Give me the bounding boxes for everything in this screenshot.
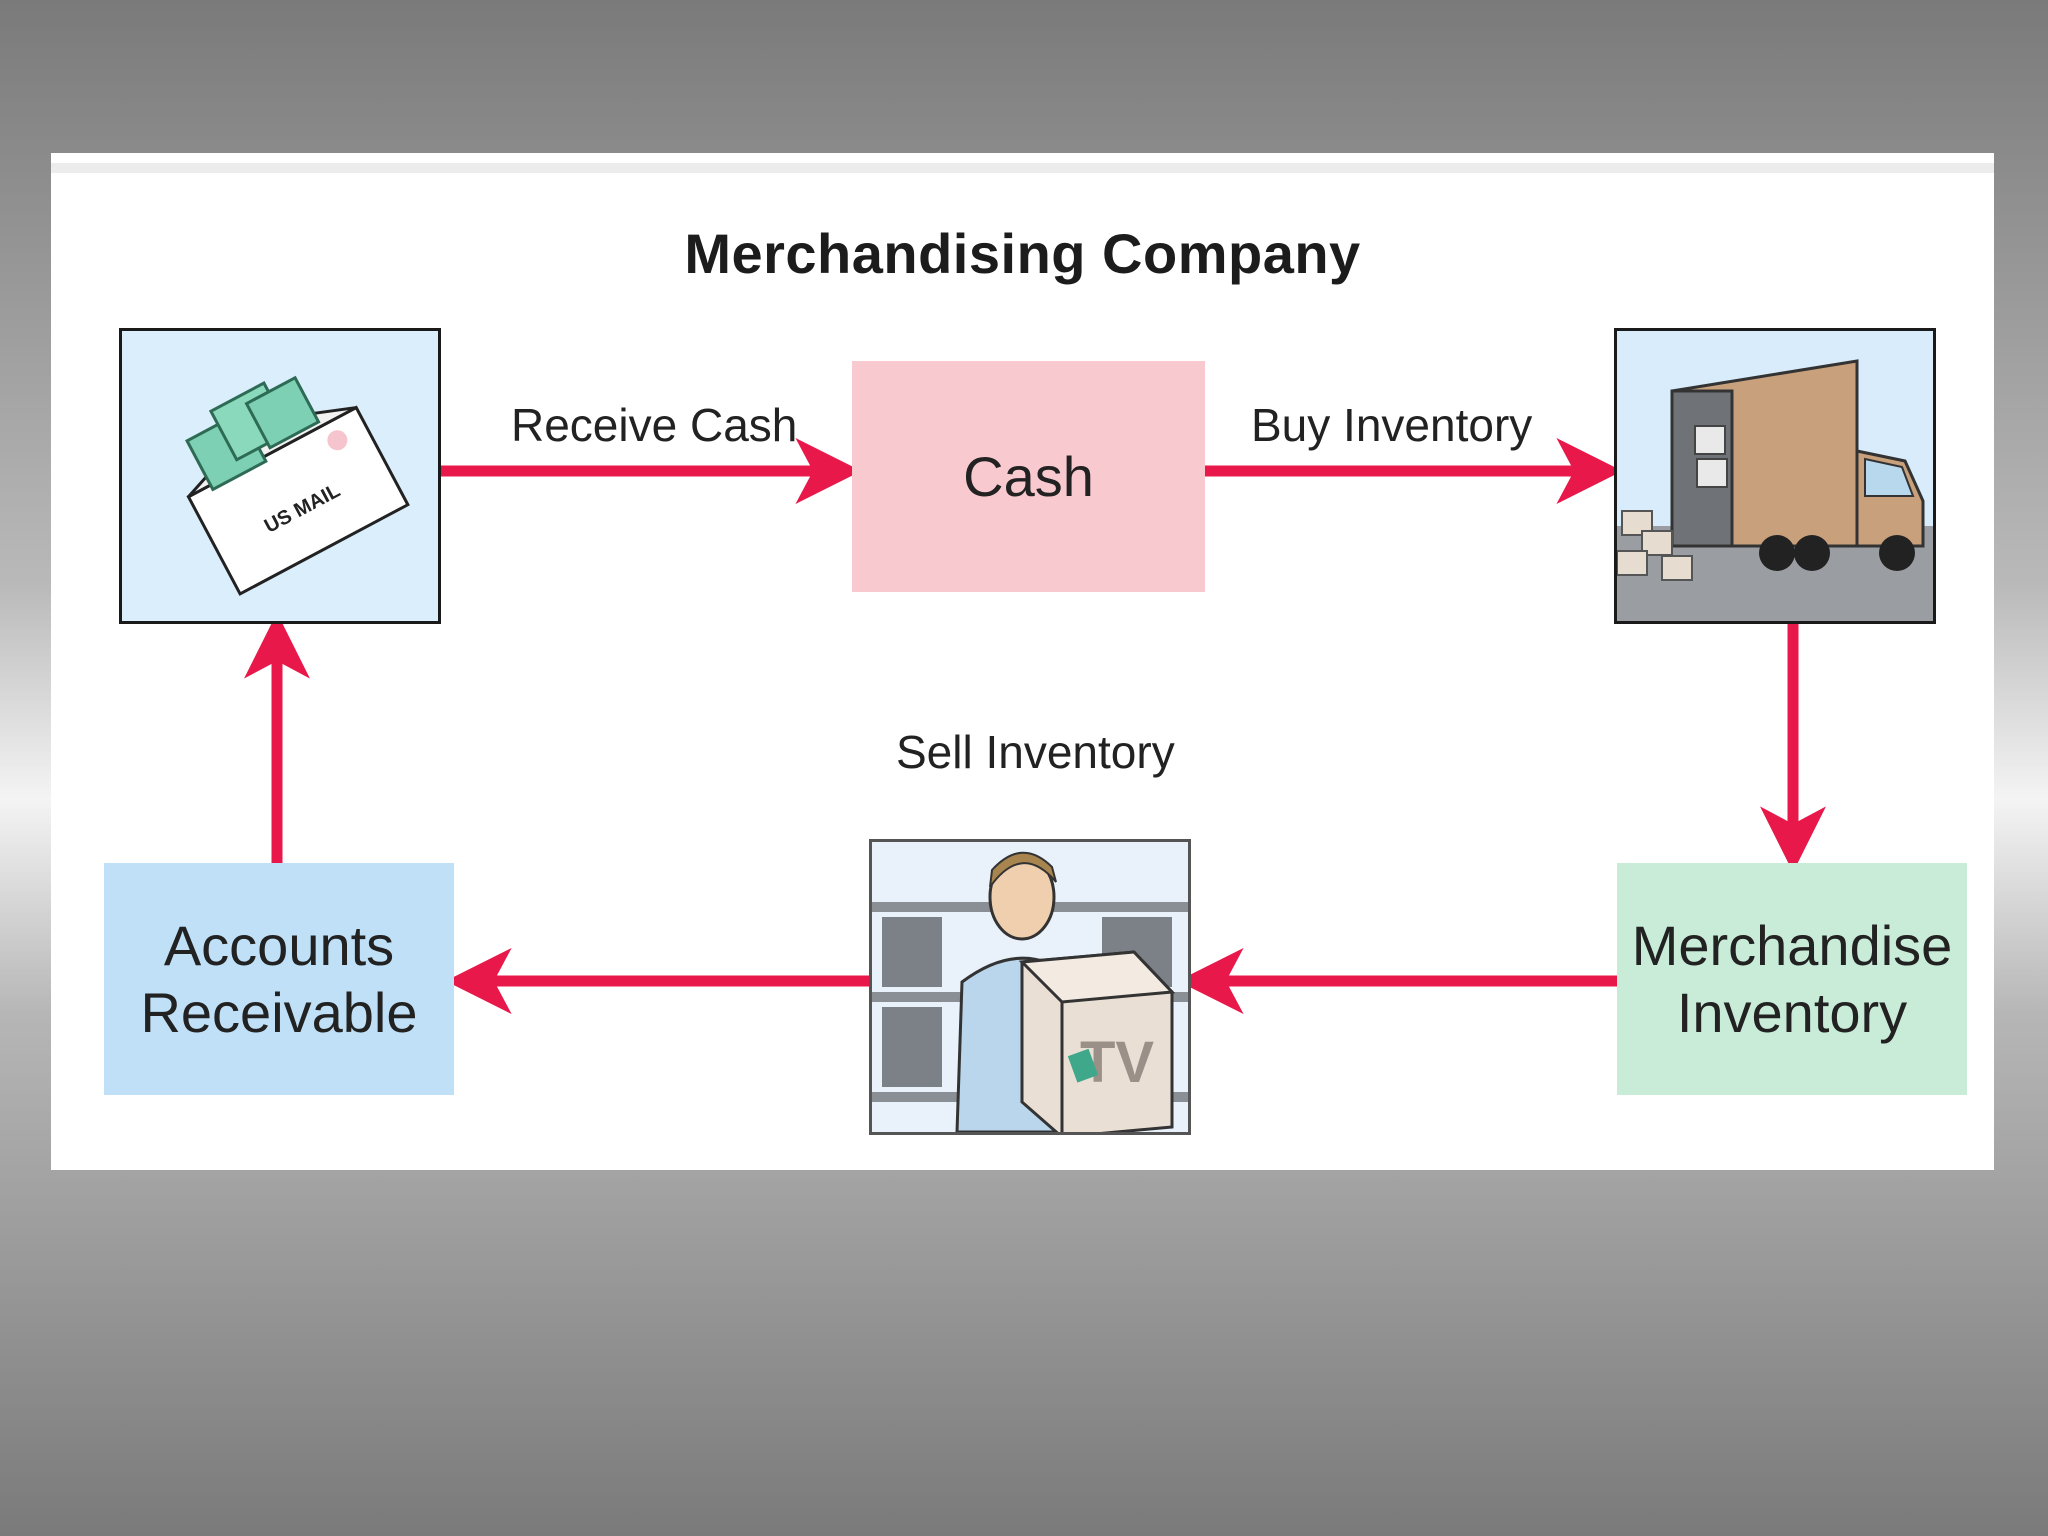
label-receive-cash: Receive Cash <box>511 399 798 451</box>
truck-icon <box>1617 359 1933 621</box>
node-cash-label: Cash <box>963 444 1094 508</box>
node-accounts-receivable: Accounts Receivable <box>104 863 454 1095</box>
delivery-truck-illustration <box>1614 328 1936 624</box>
node-cash: Cash <box>852 361 1205 592</box>
flow-arrows <box>244 438 1826 1014</box>
mail-envelope-icon: US MAIL <box>185 375 410 596</box>
clerk-icon: TV <box>872 842 1188 1132</box>
diagram-title: Merchandising Company <box>684 222 1361 285</box>
node-merchandise-inventory: Merchandise Inventory <box>1617 863 1967 1095</box>
mail-money-illustration: US MAIL <box>119 328 441 624</box>
clerk-carrying-box-illustration: TV <box>869 839 1191 1135</box>
node-ar-line1: Accounts <box>163 913 395 977</box>
label-buy-inventory: Buy Inventory <box>1251 399 1533 451</box>
node-ar-line2: Receivable <box>140 981 418 1044</box>
node-mi-line2: Inventory <box>1676 981 1908 1044</box>
label-sell-inventory: Sell Inventory <box>896 726 1175 778</box>
panel-top-border <box>51 163 1994 173</box>
node-mi-line1: Merchandise <box>1631 913 1953 977</box>
diagram-panel: Merchandising Company Receive Cash Buy I… <box>51 153 1994 1170</box>
